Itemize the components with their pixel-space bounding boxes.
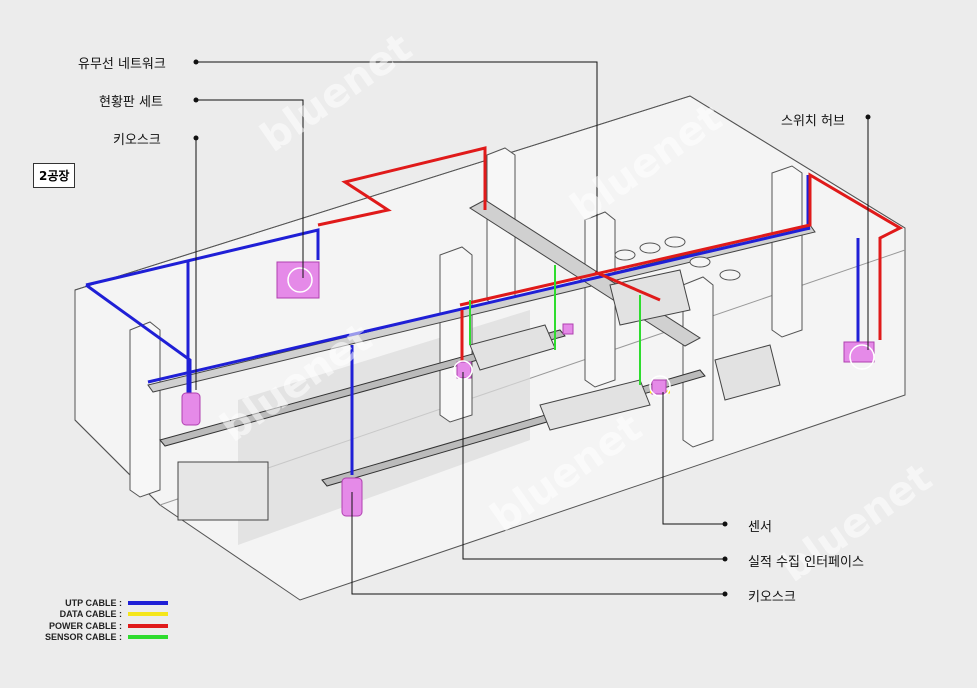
sensor-device	[651, 379, 667, 395]
leader-dots	[193, 59, 871, 597]
drums	[614, 236, 741, 281]
legend-row-sensor: SENSOR CABLE :	[36, 632, 168, 644]
label-kiosk-top: 키오스크	[113, 133, 161, 148]
factory-badge: 2공장	[33, 163, 76, 188]
legend-swatch-utp	[128, 600, 168, 605]
kiosk-device-top	[181, 392, 201, 426]
small-device	[562, 323, 574, 335]
switch-hub-device	[843, 341, 875, 363]
label-kiosk-bottom: 키오스크	[748, 590, 796, 605]
legend-swatch-sensor	[128, 635, 168, 640]
label-network: 유무선 네트워크	[78, 57, 166, 72]
power-cable	[317, 146, 904, 365]
legend-row-data: DATA CABLE :	[36, 609, 168, 621]
legend-row-utp: UTP CABLE :	[36, 597, 168, 609]
highlight-circles	[287, 267, 875, 397]
pillars	[129, 147, 803, 498]
legend-swatch-data	[128, 612, 168, 617]
label-sensor: 센서	[748, 520, 772, 535]
leader-lines	[195, 61, 869, 595]
pallet-stack	[177, 461, 269, 521]
cable-legend: UTP CABLE : DATA CABLE : POWER CABLE : S…	[36, 597, 168, 643]
sensor-cable	[469, 265, 641, 385]
machines	[469, 269, 781, 431]
legend-swatch-power	[128, 623, 168, 628]
label-board: 현황판 세트	[99, 95, 163, 110]
devices	[181, 261, 875, 517]
interface-device	[456, 361, 472, 379]
legend-row-power: POWER CABLE :	[36, 620, 168, 632]
label-interface: 실적 수집 인터페이스	[748, 555, 864, 570]
label-switch-hub: 스위치 허브	[781, 114, 845, 129]
